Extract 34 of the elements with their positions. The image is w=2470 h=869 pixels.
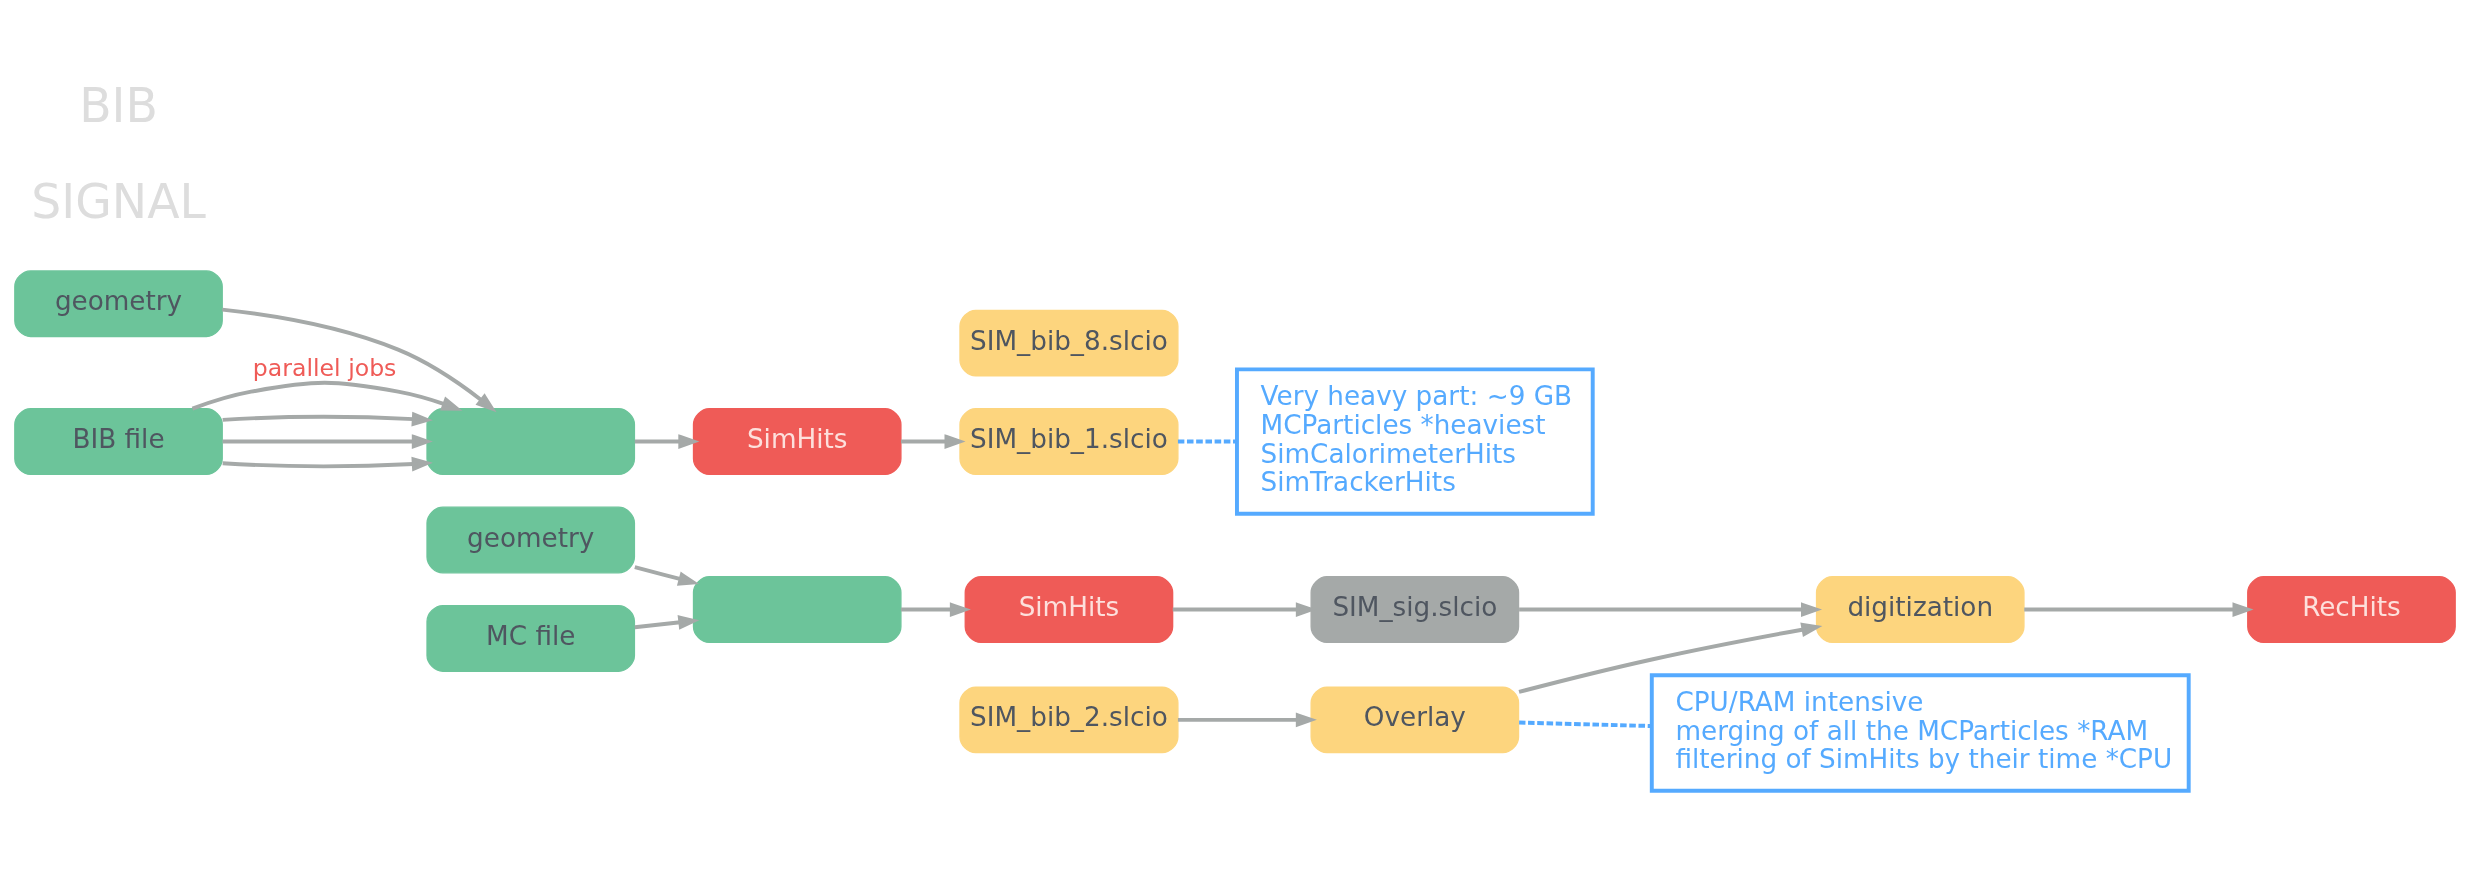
arrow <box>1518 622 1823 694</box>
node-box: CPU/RAM intensive merging of all the MCParticles *RAM filtering of SimHits by their time *CPU <box>1649 672 2191 793</box>
node-box: SIM_bib_1.slcio <box>959 407 1179 475</box>
arrow <box>634 614 700 630</box>
arrow <box>634 433 700 449</box>
node-box: SIM_bib_8.slcio <box>959 309 1179 377</box>
node-box: MC file <box>426 604 636 672</box>
arrow <box>222 433 433 449</box>
node-box: SimHits <box>692 407 902 475</box>
arrow <box>1177 712 1317 727</box>
edge-label: parallel jobs <box>252 353 397 382</box>
node-box: geometry <box>426 506 636 573</box>
node-box <box>426 407 636 475</box>
arrow <box>222 411 433 426</box>
arrow <box>1519 601 1823 617</box>
node-box: geometry <box>14 269 223 337</box>
arrow <box>634 564 700 586</box>
arrow <box>222 307 497 412</box>
node-box: Very heavy part: ~9 GB MCParticles *heaviest SimCalorimeterHits SimTrackerHits <box>1235 366 1595 516</box>
arrow <box>2024 601 2254 617</box>
node-box <box>692 575 902 643</box>
node-box: digitization <box>1815 575 2025 643</box>
arrow <box>901 433 966 449</box>
connector <box>1177 439 1237 444</box>
node-box: BIB file <box>14 407 223 475</box>
node-box: SIM_bib_2.slcio <box>959 685 1179 753</box>
node-box: RecHits <box>2247 575 2456 643</box>
node-box: SimHits <box>964 575 1174 643</box>
arrow <box>222 456 433 471</box>
arrow <box>191 380 463 411</box>
arrow <box>901 601 971 617</box>
node-box: SIM_sig.slcio <box>1310 575 1520 643</box>
node-box: Overlay <box>1310 685 1520 753</box>
connector <box>1519 720 1652 728</box>
